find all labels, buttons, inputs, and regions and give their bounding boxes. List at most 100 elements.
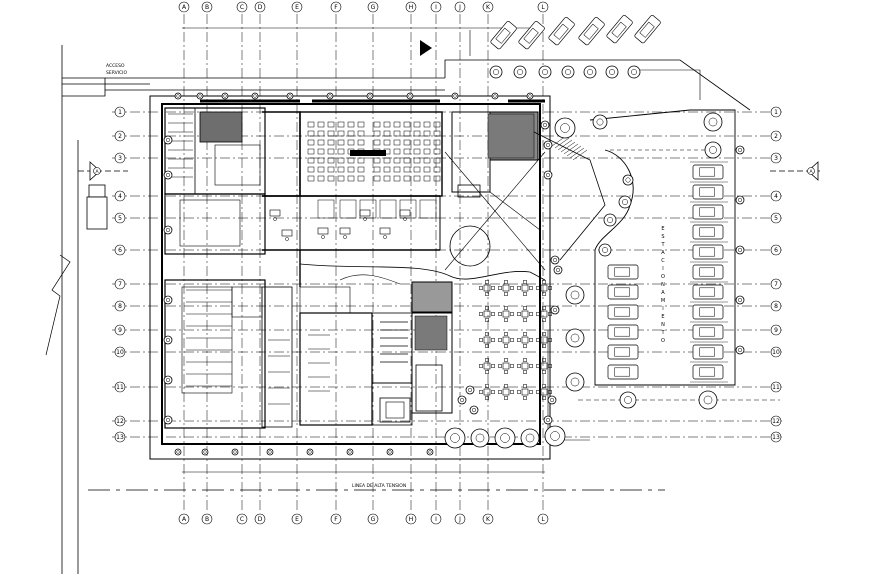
grid-row-bubble: [770, 212, 782, 224]
cafe-chair: [510, 312, 514, 316]
chair: [403, 217, 407, 221]
tree: [543, 415, 553, 425]
auditorium-seat: [373, 175, 381, 182]
auditorium-seat: [347, 166, 355, 173]
high-voltage-line: LINEA DE ALTA TENSION: [88, 483, 665, 491]
cafe-chair: [523, 384, 527, 388]
grid-row-bubble: [114, 212, 126, 224]
grid-column-label: F: [334, 516, 338, 523]
grid-column-bubble: [537, 1, 549, 13]
tree: [406, 92, 414, 100]
section-mark-right: A: [770, 161, 820, 181]
grid-row-bubble: [114, 415, 126, 427]
grid-column-label: E: [295, 516, 299, 523]
tree: [552, 307, 558, 313]
tree: [469, 405, 479, 415]
tree: [544, 425, 566, 447]
grid-column-bubble: [405, 1, 417, 13]
room-outline: [317, 199, 335, 219]
tree: [528, 94, 532, 98]
tree: [543, 170, 553, 180]
parking-letter: O: [661, 338, 665, 344]
car-roof: [614, 327, 630, 337]
grid-row-bubble: [114, 190, 126, 202]
tree: [737, 247, 743, 253]
car-body: [607, 324, 639, 340]
access-road: [444, 59, 751, 111]
tree: [348, 450, 352, 454]
cafe-chair: [485, 292, 489, 296]
auditorium-seat: [327, 130, 335, 137]
grid-row-label: 12: [116, 418, 124, 425]
cafe-chair: [479, 312, 483, 316]
auditorium-seat: [433, 175, 441, 182]
auditorium-seat: [357, 130, 365, 137]
desk: [379, 227, 391, 235]
cafe-chair: [542, 280, 546, 284]
tree: [163, 415, 173, 425]
car-body: [692, 244, 724, 260]
grid-row-label: 8: [774, 303, 778, 310]
tree: [451, 92, 459, 100]
room-outline: [164, 107, 196, 195]
cafe-chair: [485, 358, 489, 362]
tree: [708, 117, 718, 127]
tree: [737, 297, 743, 303]
service-access-label-1: ACCESO: [106, 63, 125, 69]
car-roof: [699, 207, 715, 217]
cafe-chair: [542, 370, 546, 374]
stair-step: [557, 139, 573, 151]
cafe-chair: [536, 390, 540, 394]
cafe-chair: [498, 286, 502, 290]
auditorium-seat: [373, 130, 381, 137]
grid-row-bubble: [770, 244, 782, 256]
grid-column-label: K: [486, 4, 491, 11]
tree: [388, 450, 392, 454]
parked-car: [607, 304, 639, 320]
cafe-table: [483, 362, 491, 370]
cafe-chair: [529, 286, 533, 290]
cafe-table: [521, 284, 529, 292]
car-roof: [699, 327, 715, 337]
cafe-chair: [485, 384, 489, 388]
parked-car: [692, 164, 724, 180]
desk: [269, 209, 281, 217]
tree: [737, 147, 743, 153]
desk: [339, 227, 351, 235]
room-outline: [199, 111, 243, 143]
cafe-chair: [510, 338, 514, 342]
tree: [625, 177, 631, 183]
tree: [570, 290, 580, 300]
grid-row-label: 11: [116, 384, 124, 391]
car-roof: [699, 307, 715, 317]
grid-column-label: B: [205, 4, 209, 11]
tree: [467, 387, 473, 393]
car-body: [607, 264, 639, 280]
parked-car: [607, 344, 639, 360]
tree: [165, 417, 171, 423]
grid-column-label: I: [435, 516, 437, 523]
car-roof: [495, 27, 511, 44]
auditorium-seat: [307, 157, 315, 164]
tree: [552, 257, 558, 263]
grid-row-bubble: [770, 415, 782, 427]
cafe-chair: [504, 332, 508, 336]
parked-car: [607, 284, 639, 300]
stair-step: [569, 147, 585, 159]
tree: [570, 333, 580, 343]
tree: [735, 295, 745, 305]
cafe-chair: [542, 306, 546, 310]
grid-row-label: 2: [118, 133, 122, 140]
grid-row-label: 7: [774, 281, 778, 288]
tree: [622, 174, 634, 186]
auditorium-seat: [337, 139, 345, 146]
car-body: [692, 204, 724, 220]
tree: [198, 94, 202, 98]
auditorium-seat: [423, 139, 431, 146]
curved-path: [299, 263, 546, 281]
grid-row-bubble: [114, 324, 126, 336]
car-body: [692, 324, 724, 340]
cafe-table: [483, 336, 491, 344]
grid-row-label: 1: [774, 109, 778, 116]
